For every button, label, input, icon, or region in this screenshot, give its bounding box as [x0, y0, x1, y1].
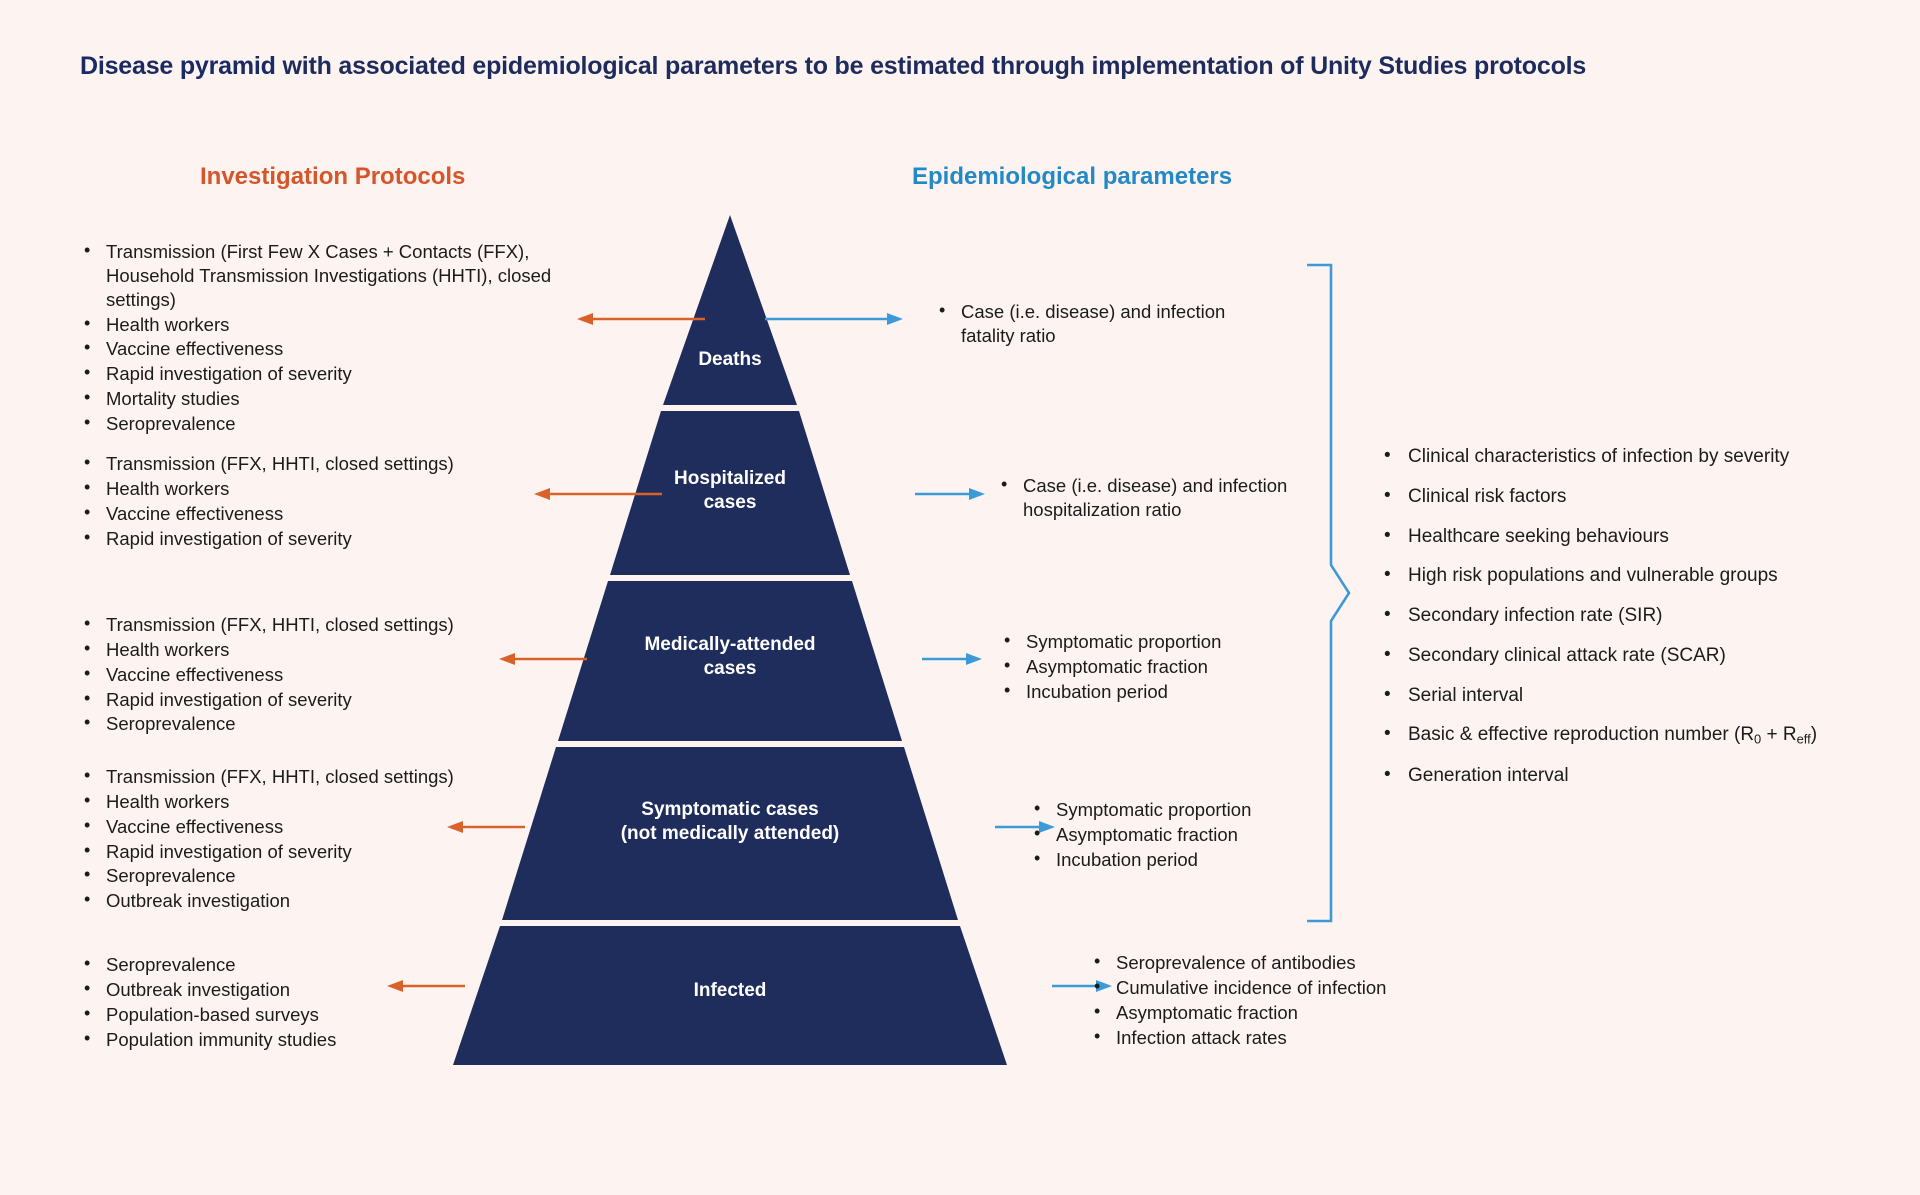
protocol-deaths-item: Vaccine effectiveness — [80, 336, 600, 361]
parameter-medically-attended-item: Incubation period — [1000, 679, 1330, 704]
parameters-list-deaths: Case (i.e. disease) and infection fatali… — [935, 299, 1275, 348]
parameter-symptomatic-item: Asymptomatic fraction — [1030, 822, 1360, 847]
pyramid-level-hospitalized — [610, 411, 850, 575]
protocols-block-hospitalized: Transmission (FFX, HHTI, closed settings… — [80, 451, 600, 551]
cross-cutting-item: Secondary infection rate (SIR) — [1380, 603, 1860, 628]
cross-cutting-item: Serial interval — [1380, 683, 1860, 708]
protocol-hospitalized-item: Health workers — [80, 476, 600, 501]
page-title: Disease pyramid with associated epidemio… — [80, 52, 1586, 81]
protocols-list-symptomatic: Transmission (FFX, HHTI, closed settings… — [80, 764, 600, 913]
protocols-block-deaths: Transmission (First Few X Cases + Contac… — [80, 239, 600, 437]
protocol-infected-item: Seroprevalence — [80, 952, 600, 977]
arrow-right-deaths-icon — [765, 312, 905, 326]
parameters-list-symptomatic: Symptomatic proportionAsymptomatic fract… — [1030, 797, 1360, 872]
protocol-infected-item: Outbreak investigation — [80, 977, 600, 1002]
protocol-hospitalized-item: Vaccine effectiveness — [80, 501, 600, 526]
cross-cutting-item: Clinical risk factors — [1380, 484, 1860, 509]
protocol-infected-item: Population immunity studies — [80, 1027, 600, 1052]
parameter-medically-attended-item: Symptomatic proportion — [1000, 629, 1330, 654]
parameter-symptomatic-item: Symptomatic proportion — [1030, 797, 1360, 822]
protocol-medically-attended-item: Transmission (FFX, HHTI, closed settings… — [80, 612, 600, 637]
protocols-list-medically-attended: Transmission (FFX, HHTI, closed settings… — [80, 612, 600, 736]
protocol-symptomatic-item: Outbreak investigation — [80, 888, 600, 913]
cross-cutting-bracket-icon — [1305, 263, 1355, 923]
protocol-hospitalized-item: Rapid investigation of severity — [80, 526, 600, 551]
parameter-infected-item: Seroprevalence of antibodies — [1090, 950, 1450, 975]
protocol-medically-attended-item: Seroprevalence — [80, 711, 600, 736]
epidemiological-parameters-heading: Epidemiological parameters — [912, 163, 1233, 190]
cross-cutting-item: Generation interval — [1380, 763, 1860, 788]
cross-cutting-item: Basic & effective reproduction number (R… — [1380, 722, 1860, 748]
protocol-deaths-item: Health workers — [80, 312, 600, 337]
parameters-list-medically-attended: Symptomatic proportionAsymptomatic fract… — [1000, 629, 1330, 704]
protocols-block-symptomatic: Transmission (FFX, HHTI, closed settings… — [80, 764, 600, 914]
protocol-deaths-item: Seroprevalence — [80, 411, 600, 436]
parameter-infected-item: Cumulative incidence of infection — [1090, 975, 1450, 1000]
protocols-block-medically-attended: Transmission (FFX, HHTI, closed settings… — [80, 612, 600, 737]
arrow-right-medically-attended-icon — [922, 652, 984, 666]
cross-cutting-parameters-list: Clinical characteristics of infection by… — [1380, 444, 1860, 804]
protocol-medically-attended-item: Rapid investigation of severity — [80, 687, 600, 712]
parameters-block-symptomatic: Symptomatic proportionAsymptomatic fract… — [1030, 797, 1360, 873]
protocols-list-infected: SeroprevalenceOutbreak investigationPopu… — [80, 952, 600, 1052]
protocol-hospitalized-item: Transmission (FFX, HHTI, closed settings… — [80, 451, 600, 476]
parameters-list-hospitalized: Case (i.e. disease) and infection hospit… — [997, 473, 1357, 522]
parameter-infected-item: Asymptomatic fraction — [1090, 1000, 1450, 1025]
cross-cutting-item: Secondary clinical attack rate (SCAR) — [1380, 643, 1860, 668]
page-title-rest: with associated epidemiological paramete… — [275, 52, 1587, 80]
parameters-block-hospitalized: Case (i.e. disease) and infection hospit… — [997, 473, 1357, 523]
parameters-list-infected: Seroprevalence of antibodiesCumulative i… — [1090, 950, 1450, 1050]
investigation-protocols-heading: Investigation Protocols — [200, 163, 466, 190]
protocols-list-deaths: Transmission (First Few X Cases + Contac… — [80, 239, 600, 436]
protocol-symptomatic-item: Rapid investigation of severity — [80, 839, 600, 864]
protocol-medically-attended-item: Health workers — [80, 637, 600, 662]
arrow-right-hospitalized-icon — [915, 487, 987, 501]
parameter-hospitalized-item: Case (i.e. disease) and infection hospit… — [997, 473, 1357, 522]
cross-cutting-item: High risk populations and vulnerable gro… — [1380, 563, 1860, 588]
parameters-block-deaths: Case (i.e. disease) and infection fatali… — [935, 299, 1275, 349]
protocol-symptomatic-item: Health workers — [80, 789, 600, 814]
protocols-block-infected: SeroprevalenceOutbreak investigationPopu… — [80, 952, 600, 1052]
parameter-symptomatic-item: Incubation period — [1030, 847, 1360, 872]
parameters-block-infected: Seroprevalence of antibodiesCumulative i… — [1090, 950, 1450, 1050]
cross-cutting-item: Clinical characteristics of infection by… — [1380, 444, 1860, 469]
protocol-deaths-item: Mortality studies — [80, 386, 600, 411]
parameter-deaths-item: Case (i.e. disease) and infection fatali… — [935, 299, 1275, 348]
protocol-deaths-item: Transmission (First Few X Cases + Contac… — [80, 239, 600, 312]
parameter-medically-attended-item: Asymptomatic fraction — [1000, 654, 1330, 679]
cross-cutting-item: Healthcare seeking behaviours — [1380, 524, 1860, 549]
pyramid-level-deaths — [663, 215, 797, 405]
parameters-block-medically-attended: Symptomatic proportionAsymptomatic fract… — [1000, 629, 1330, 705]
protocol-deaths-item: Rapid investigation of severity — [80, 361, 600, 386]
protocol-symptomatic-item: Transmission (FFX, HHTI, closed settings… — [80, 764, 600, 789]
protocol-medically-attended-item: Vaccine effectiveness — [80, 662, 600, 687]
protocol-symptomatic-item: Vaccine effectiveness — [80, 814, 600, 839]
protocol-symptomatic-item: Seroprevalence — [80, 863, 600, 888]
page-title-bold: Disease pyramid — [80, 52, 276, 80]
pyramid-level-symptomatic — [502, 747, 958, 920]
parameter-infected-item: Infection attack rates — [1090, 1025, 1450, 1050]
protocols-list-hospitalized: Transmission (FFX, HHTI, closed settings… — [80, 451, 600, 551]
cross-cutting-items: Clinical characteristics of infection by… — [1380, 444, 1860, 788]
protocol-infected-item: Population-based surveys — [80, 1002, 600, 1027]
pyramid-level-medically-attended — [558, 581, 902, 741]
